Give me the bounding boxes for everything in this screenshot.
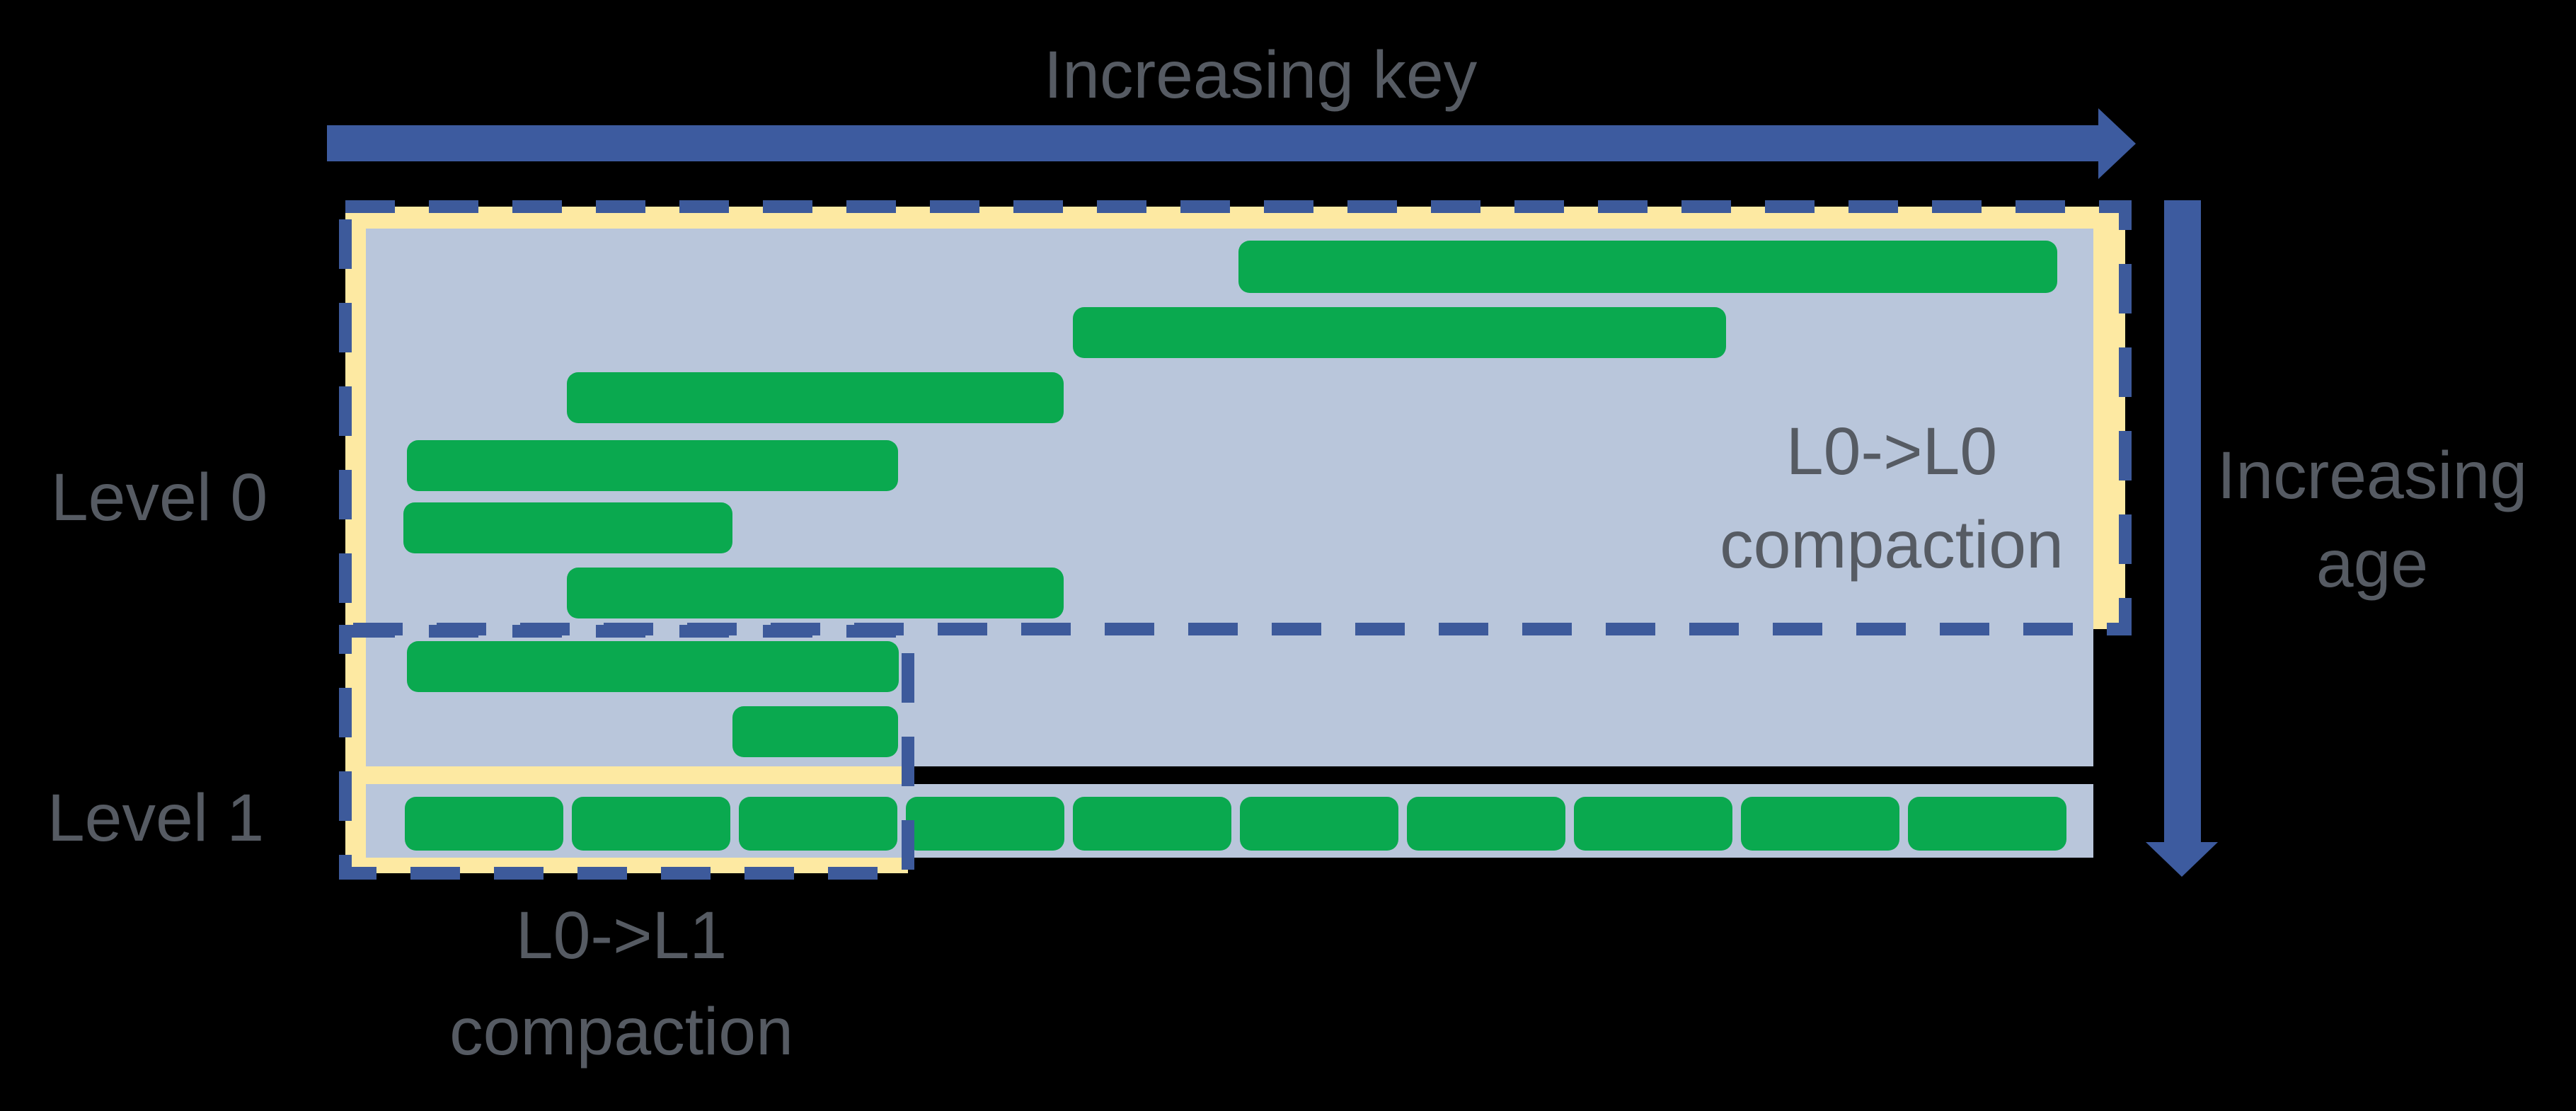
sstable-bar: [403, 502, 732, 553]
l0-l0-compaction-annotation-line1: L0->L0: [1786, 414, 1998, 489]
sstable-bar: [1741, 797, 1899, 851]
l0-l0-compaction-annotation-line2: compaction: [1720, 507, 2064, 582]
sstable-bar: [1238, 241, 2057, 293]
sstable-bar: [567, 568, 1064, 618]
sstable-bar: [1908, 797, 2066, 851]
sstable-bar: [407, 440, 898, 491]
increasing-key-arrow-head: [2098, 108, 2136, 179]
level0-label: Level 0: [50, 460, 268, 535]
increasing-key-arrow-shaft: [327, 125, 2098, 161]
sstable-bar: [405, 797, 563, 851]
increasing-age-arrow-shaft: [2164, 200, 2201, 842]
increasing-age-arrow: [2146, 200, 2218, 877]
sstable-bar: [739, 797, 897, 851]
increasing-age-axis-label-line2: age: [2316, 526, 2429, 601]
l0-l1-compaction-dashed-border: [339, 625, 914, 880]
increasing-key-arrow: [327, 108, 2136, 179]
l0-l0-compaction-dashed-border: [339, 200, 2132, 635]
increasing-age-axis-label: Increasing age: [2166, 432, 2576, 609]
increasing-key-axis-label: Increasing key: [1043, 38, 1478, 113]
sstable-bar: [906, 797, 1064, 851]
l0-l0-compaction-annotation: L0->L0 compaction: [1679, 405, 2104, 592]
sstable-bar: [407, 641, 899, 692]
l0-l1-compaction-annotation: L0->L1 compaction: [409, 887, 834, 1080]
sstable-bar: [1407, 797, 1565, 851]
l0-l1-compaction-annotation-line1: L0->L1: [515, 898, 728, 973]
level1-label: Level 1: [47, 781, 265, 856]
increasing-age-arrow-head: [2146, 842, 2218, 877]
l0-l1-compaction-annotation-line2: compaction: [449, 994, 793, 1069]
sstable-bar: [732, 706, 898, 757]
sstable-bar: [1240, 797, 1398, 851]
level1-sstables: [405, 797, 2066, 851]
sstable-bar: [572, 797, 730, 851]
sstable-bar: [1073, 307, 1726, 358]
sstable-bar: [567, 372, 1064, 423]
sstable-bar: [1073, 797, 1231, 851]
sstable-bar: [1574, 797, 1732, 851]
level0-sstables: [403, 241, 2057, 757]
increasing-age-axis-label-line1: Increasing: [2216, 438, 2528, 513]
